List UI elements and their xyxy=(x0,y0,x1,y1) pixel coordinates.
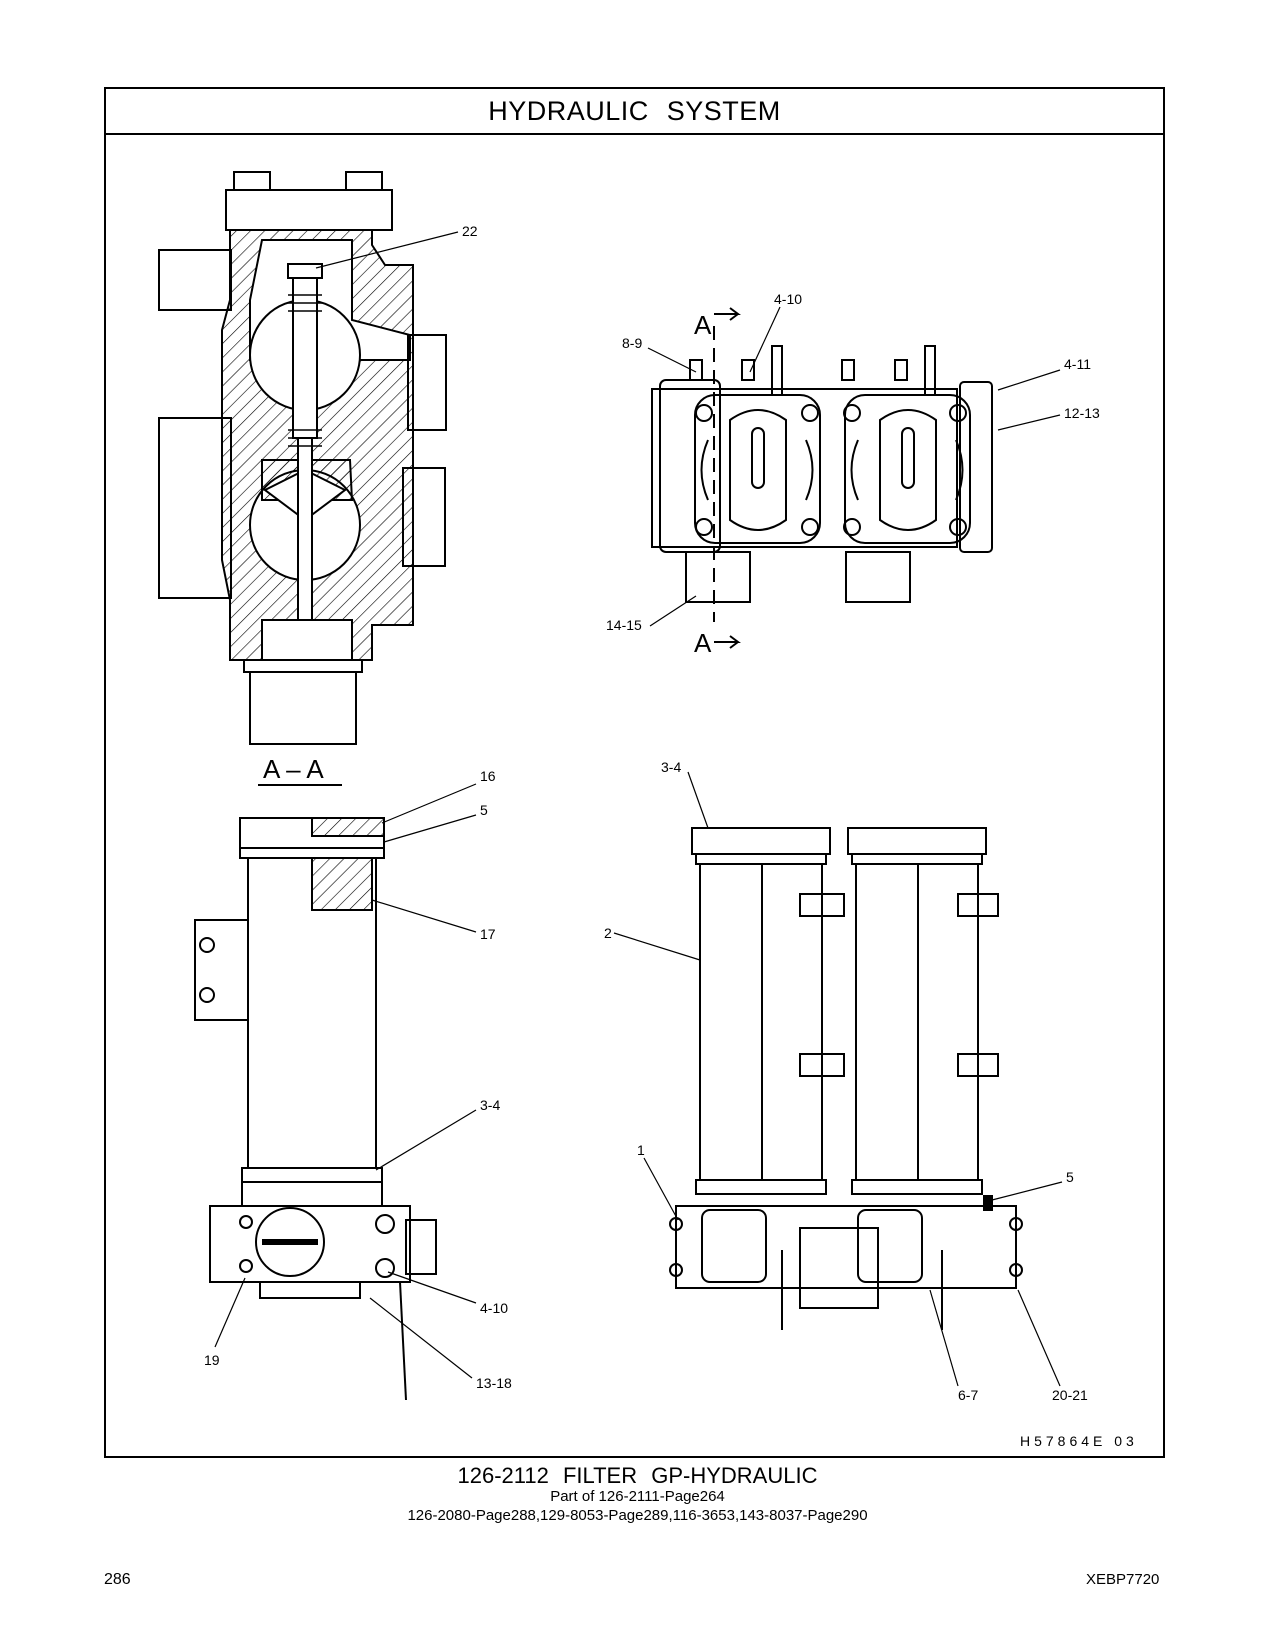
callout-4-10-top: 4-10 xyxy=(774,291,802,307)
section-title: HYDRAULIC SYSTEM xyxy=(106,89,1163,135)
callout-19: 19 xyxy=(204,1352,220,1368)
page-references: 126-2080-Page288,129-8053-Page289,116-36… xyxy=(407,1507,868,1524)
callout-8-9: 8-9 xyxy=(622,335,642,351)
part-title: 126-2112 FILTER GP-HYDRAULIC xyxy=(457,1463,818,1488)
callout-4-11: 4-11 xyxy=(1064,356,1091,372)
callout-1: 1 xyxy=(637,1142,645,1158)
section-arrow-bottom: A xyxy=(694,628,712,658)
front-view xyxy=(669,827,1023,1330)
callout-5-left: 5 xyxy=(480,802,488,818)
callout-3-4-mid: 3-4 xyxy=(480,1097,500,1113)
top-view xyxy=(651,345,993,603)
callout-2: 2 xyxy=(604,925,612,941)
callout-20-21: 20-21 xyxy=(1052,1387,1088,1403)
callout-3-4-top: 3-4 xyxy=(661,759,681,775)
callout-22: 22 xyxy=(462,223,478,239)
diagram-frame: HYDRAULIC SYSTEM xyxy=(104,87,1165,1458)
section-aa-label: A – A xyxy=(263,754,324,784)
callout-6-7: 6-7 xyxy=(958,1387,978,1403)
callout-5-right: 5 xyxy=(1066,1169,1074,1185)
callout-16: 16 xyxy=(480,768,496,784)
callout-17: 17 xyxy=(480,926,496,942)
document-number: XEBP7720 xyxy=(1086,1571,1160,1588)
section-aa-view xyxy=(158,171,447,745)
section-arrow-top: A xyxy=(694,310,712,340)
callout-4-10-bottom: 4-10 xyxy=(480,1300,508,1316)
side-view xyxy=(194,817,437,1401)
part-of-reference: Part of 126-2111-Page264 xyxy=(550,1488,725,1505)
callout-14-15: 14-15 xyxy=(606,617,642,633)
leader-22 xyxy=(315,231,459,269)
callout-12-13: 12-13 xyxy=(1064,405,1100,421)
illustration-id: H57864E 03 xyxy=(1020,1433,1138,1449)
page-number: 286 xyxy=(104,1571,131,1588)
callout-13-18: 13-18 xyxy=(476,1375,512,1391)
